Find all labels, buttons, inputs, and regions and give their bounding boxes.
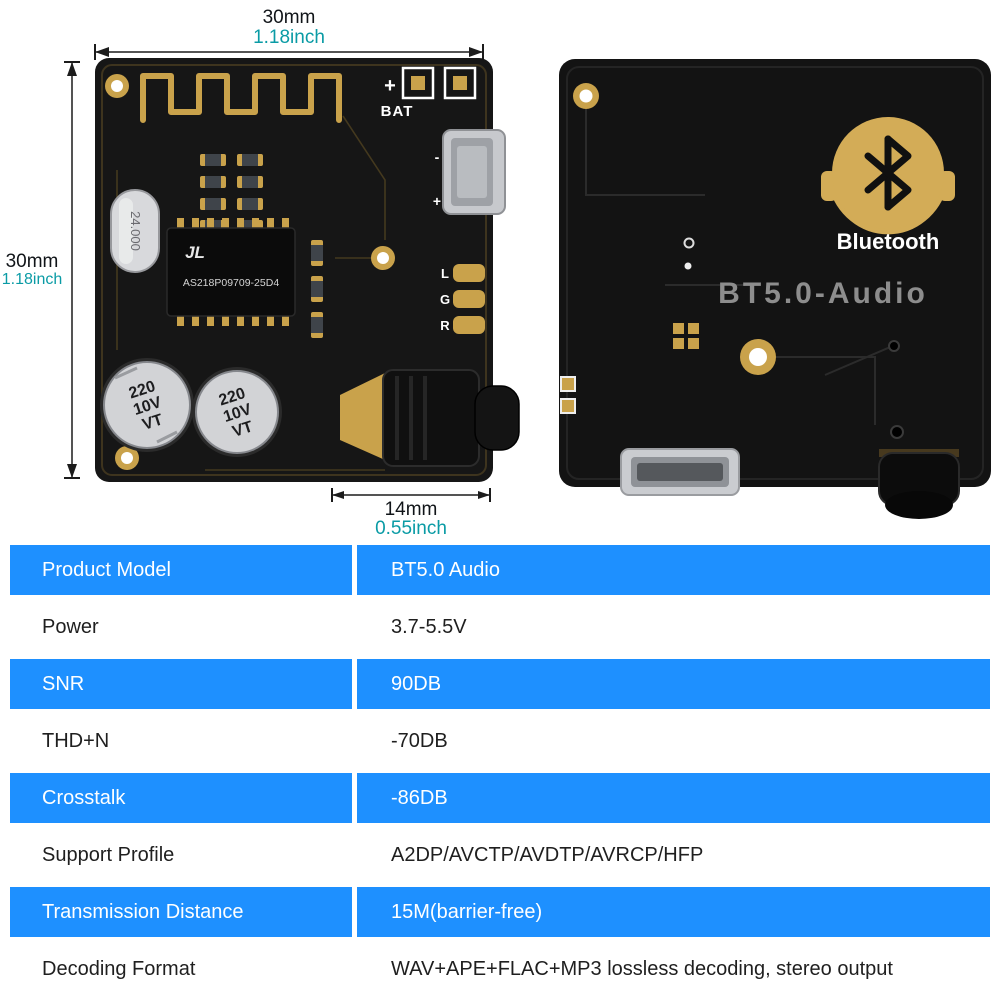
channel-label-r: R: [440, 318, 450, 333]
pcb-front-photo: + BAT - + 24.000: [95, 58, 520, 482]
battery-plus-mark: +: [384, 75, 396, 97]
spec-value: 3.7-5.5V: [357, 602, 990, 652]
spec-row-power: Power 3.7-5.5V: [10, 602, 990, 652]
mounting-holes: [105, 74, 395, 470]
bluetooth-logo: Bluetooth: [821, 117, 955, 254]
spec-row-thdn: THD+N -70DB: [10, 716, 990, 766]
capacitor-mark: VT: [140, 411, 165, 434]
micro-usb-port: - +: [433, 129, 506, 215]
spec-label: Product Model: [10, 545, 352, 595]
dimension-left-inch: 1.18inch: [1, 271, 63, 288]
pcb-back-traces: [585, 109, 896, 425]
audio-jack-back: [878, 449, 960, 519]
pcb-back-photo: Bluetooth BT5.0-Audio: [559, 59, 991, 519]
spec-value: BT5.0 Audio: [357, 545, 990, 595]
bluetooth-label: Bluetooth: [837, 229, 940, 254]
spec-label: Crosstalk: [10, 773, 352, 823]
battery-pads: + BAT: [381, 66, 477, 120]
dimension-bottom-mm: 14mm: [384, 499, 438, 520]
spec-value: A2DP/AVCTP/AVDTP/AVRCP/HFP: [357, 830, 990, 880]
mounting-hole: [573, 83, 599, 109]
spec-row-decoding-format: Decoding Format WAV+APE+FLAC+MP3 lossles…: [10, 944, 990, 994]
spec-label: Power: [10, 602, 352, 652]
audio-channel-pads: L G R: [440, 264, 485, 334]
model-silkscreen-label: BT5.0-Audio: [718, 277, 928, 310]
spec-row-support-profile: Support Profile A2DP/AVCTP/AVDTP/AVRCP/H…: [10, 830, 990, 880]
usb-minus-mark: -: [435, 149, 440, 165]
spec-label: Support Profile: [10, 830, 352, 880]
dimension-left-arrow: [64, 61, 80, 479]
spec-table: Product Model BT5.0 Audio Power 3.7-5.5V…: [0, 545, 1000, 1000]
dimension-top-mm: 30mm: [262, 7, 316, 28]
spec-row-product-model: Product Model BT5.0 Audio: [10, 545, 990, 595]
dimension-bottom-arrow: [331, 488, 491, 502]
capacitor-mark: VT: [230, 418, 255, 441]
capacitor-1: 220 10V VT: [100, 358, 194, 452]
usb-plus-mark: +: [433, 193, 441, 209]
main-ic-chip: JL AS218P09709-25D4: [166, 218, 296, 326]
dimension-top-arrow: [94, 44, 484, 60]
capacitor-2: 220 10V VT: [192, 367, 282, 457]
spec-value: -86DB: [357, 773, 990, 823]
spec-row-crosstalk: Crosstalk -86DB: [10, 773, 990, 823]
ic-part-number: AS218P09709-25D4: [183, 277, 279, 289]
bluetooth-antenna: [140, 73, 342, 123]
channel-label-l: L: [441, 266, 449, 281]
micro-usb-port-back: [620, 448, 740, 496]
crystal-label: 24.000: [128, 211, 143, 251]
vias-and-pads: [560, 237, 904, 439]
spec-label: Transmission Distance: [10, 887, 352, 937]
spec-label: THD+N: [10, 716, 352, 766]
spec-value: WAV+APE+FLAC+MP3 lossless decoding, ster…: [357, 944, 990, 994]
spec-row-transmission-distance: Transmission Distance 15M(barrier-free): [10, 887, 990, 937]
bluetooth-rune-icon: [864, 135, 912, 211]
spec-label: SNR: [10, 659, 352, 709]
channel-label-g: G: [440, 292, 450, 307]
spec-value: 15M(barrier-free): [357, 887, 990, 937]
pcb-back-board: [559, 59, 991, 487]
crystal-oscillator: 24.000: [110, 189, 160, 273]
dimension-bottom-inch: 0.55inch: [375, 518, 447, 539]
ic-logo: JL: [185, 243, 205, 262]
spec-value: 90DB: [357, 659, 990, 709]
dimension-left-mm: 30mm: [5, 251, 59, 272]
spec-row-snr: SNR 90DB: [10, 659, 990, 709]
audio-jack: [340, 369, 520, 467]
spec-label: Decoding Format: [10, 944, 352, 994]
dimension-top-inch: 1.18inch: [253, 27, 325, 48]
spec-value: -70DB: [357, 716, 990, 766]
battery-label: BAT: [381, 103, 414, 120]
